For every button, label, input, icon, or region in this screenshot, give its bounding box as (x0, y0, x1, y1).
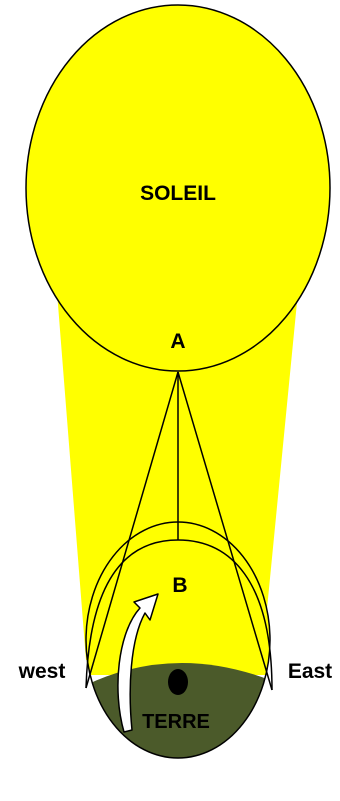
earth-label: TERRE (142, 711, 210, 733)
point-b-label: B (172, 574, 187, 597)
point-a-label: A (170, 330, 185, 353)
dot-icon (168, 669, 188, 695)
sun-label: SOLEIL (140, 182, 216, 205)
west-label: west (18, 660, 66, 683)
east-label: East (288, 660, 332, 683)
